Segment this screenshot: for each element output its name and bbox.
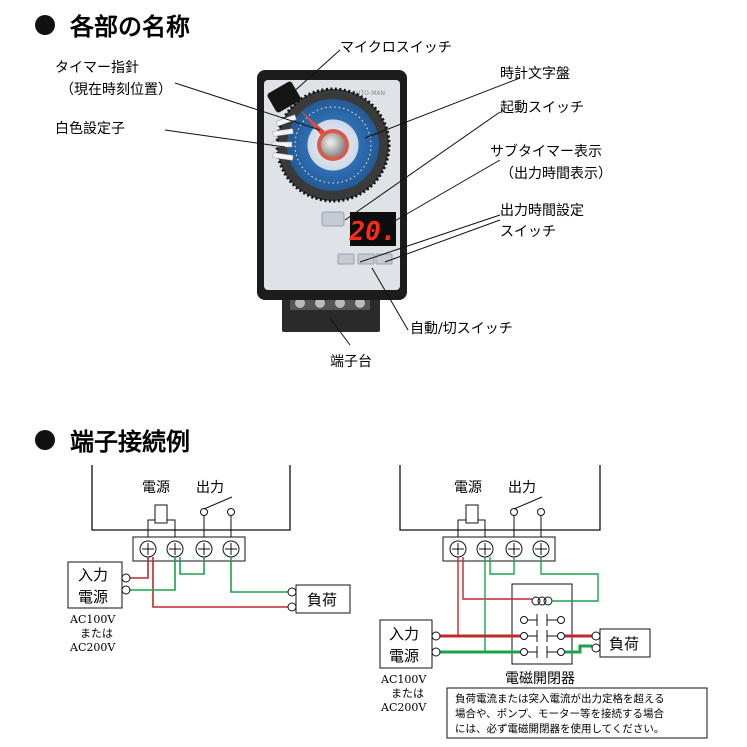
label-clock-dial: 時計文字盤 [500, 66, 570, 82]
brand-text: AUTO-MAN [352, 90, 385, 97]
section2-title: 端子接続例 [70, 428, 190, 456]
right-voltage-3: AC200V [380, 701, 427, 714]
screw-icon [355, 298, 365, 308]
right-load-box [599, 628, 651, 658]
left-voltage-3: AC200V [69, 641, 116, 654]
left-input-label: 入力 [78, 566, 108, 584]
right-output-label: 出力 [508, 480, 536, 496]
screw-icon [315, 298, 325, 308]
sub-timer-display [350, 212, 396, 246]
label-output-setting-sub: スイッチ [500, 224, 556, 240]
timer-device: AUTO-MAN 20. [257, 70, 407, 332]
label-timer-pointer: タイマー指針 [55, 60, 139, 76]
bullet-icon [35, 15, 55, 35]
device-outline-right [399, 465, 601, 531]
right-green-thin-c [540, 557, 599, 602]
output-switch-b [357, 253, 375, 265]
left-load-label: 負荷 [307, 591, 337, 609]
right-terminals [449, 540, 550, 558]
left-input-box [67, 561, 123, 609]
right-contact [537, 508, 545, 516]
right-wiring-diagram: 電源 出力 [379, 465, 708, 739]
label-output-setting: 出力時間設定 [500, 203, 584, 219]
right-voltage-1: AC100V [380, 673, 427, 686]
right-red-thin-b [462, 557, 532, 600]
dial-numbers-ring [294, 106, 372, 184]
left-contact [227, 508, 235, 516]
contactor-contacts [520, 614, 565, 658]
start-switch [321, 211, 345, 227]
contactor-label: 電磁開閉器 [505, 671, 575, 687]
right-green-thick-out [565, 644, 592, 654]
right-internal-coil [465, 504, 479, 524]
left-power-label: 電源 [142, 480, 170, 496]
label-sub-timer: サブタイマー表示 [490, 143, 602, 160]
right-input-label: 入力 [389, 625, 419, 643]
right-input-box [379, 619, 433, 669]
left-red-wire-b [152, 557, 292, 608]
left-internal-coil [154, 504, 168, 524]
label-auto-off-switch: 自動/切スイッチ [410, 321, 513, 337]
dial-knob [321, 133, 345, 157]
right-contact [510, 508, 518, 516]
left-green-wire-b [179, 557, 205, 575]
section1-title: 各部の名称 [69, 13, 190, 41]
left-red-wire-a [127, 557, 149, 579]
bullet-icon [35, 430, 55, 450]
right-power-label: 電源 [454, 480, 482, 496]
label-white-setter: 白色設定子 [55, 120, 125, 137]
device-outline-left [91, 465, 291, 531]
micro-switch [267, 81, 301, 113]
left-load-box [295, 584, 351, 614]
label-start-switch: 起動スイッチ [500, 100, 584, 116]
label-sub-timer-sub: （出力時間表示） [500, 166, 612, 182]
screw-icon [295, 298, 305, 308]
left-green-wire-c [230, 557, 292, 593]
left-contact [200, 508, 208, 516]
label-terminal-block: 端子台 [330, 354, 372, 370]
note-line-3: には、必ず電磁開閉器を使用してください。 [455, 722, 664, 735]
note-line-1: 負荷電流または突入電流が出力定格を超える [455, 692, 665, 705]
section1-heading: 各部の名称 [35, 13, 190, 41]
left-input-label-2: 電源 [78, 588, 108, 606]
output-switch-a [337, 253, 355, 265]
right-load-label: 負荷 [609, 635, 639, 653]
display-value: 20. [349, 217, 397, 247]
right-input-label-2: 電源 [389, 647, 419, 665]
note-box [446, 687, 708, 739]
leader-lines [164, 49, 521, 346]
left-voltage-1: AC100V [69, 613, 116, 626]
left-wiring-diagram: 電源 出力 入力 電源 AC100V または AC200V [67, 465, 351, 654]
left-green-wire-a [127, 557, 176, 591]
label-micro-switch: マイクロスイッチ [340, 40, 452, 56]
note-line-2: 場合や、ポンプ、モーター等を接続する場合 [455, 707, 665, 720]
left-terminals [139, 540, 240, 558]
screw-icon [335, 298, 345, 308]
label-timer-pointer-sub: （現在時刻位置） [60, 82, 172, 98]
left-output-label: 出力 [196, 480, 224, 496]
section2-heading: 端子接続例 [35, 428, 190, 456]
right-green-thin-b [489, 557, 515, 575]
right-voltage-2: または [391, 687, 424, 700]
left-voltage-2: または [80, 627, 113, 640]
